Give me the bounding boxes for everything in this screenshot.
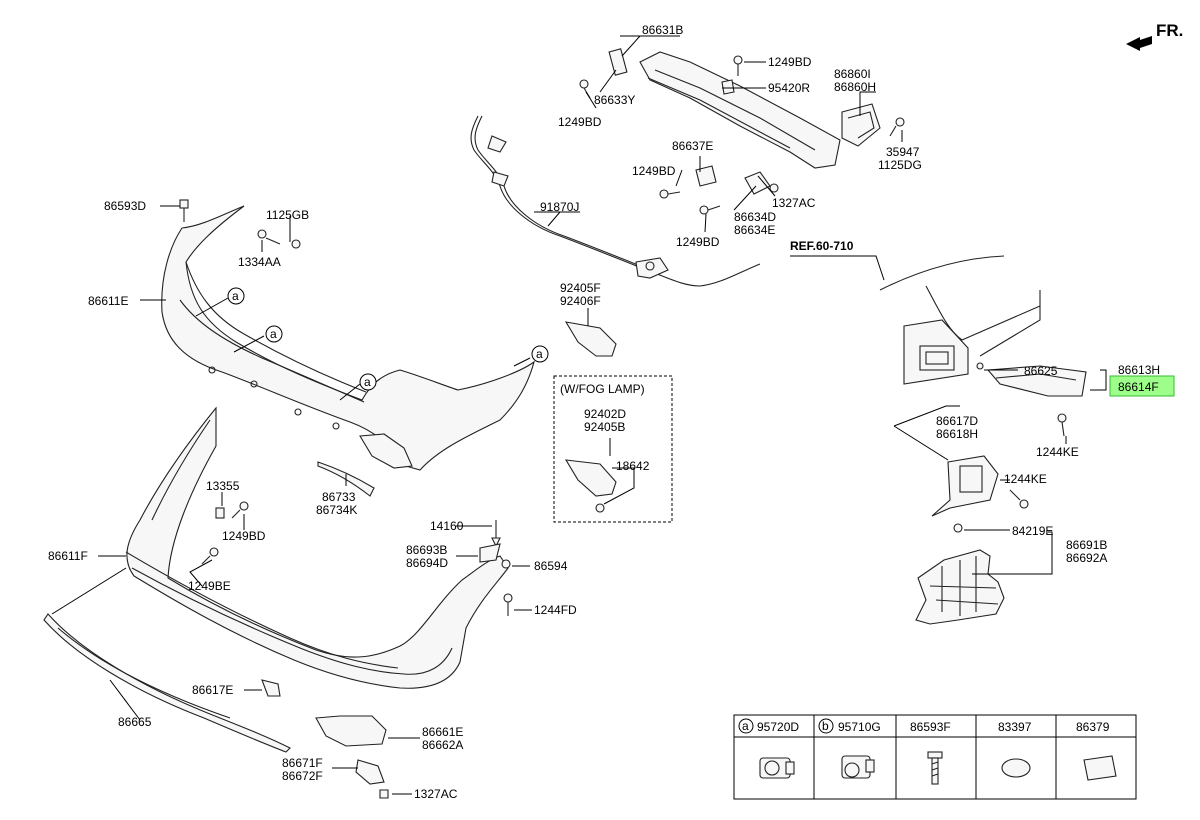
legend-marker: b — [822, 719, 829, 733]
small-bracket[interactable] — [261, 679, 389, 799]
bolt-icon — [201, 501, 513, 616]
clip-icon — [953, 523, 963, 533]
callout-1327AC[interactable]: 1327AC — [414, 787, 458, 801]
callout-14160[interactable]: 14160 — [430, 519, 464, 533]
callout-1249BD[interactable]: 1249BD — [558, 115, 602, 129]
marker-a — [227, 287, 549, 391]
callout-84219E[interactable]: 84219E — [1012, 524, 1053, 538]
reference-label: REF.60-710 — [790, 239, 854, 253]
callout-86613H[interactable]: 86613H — [1118, 363, 1160, 377]
callout-86614F[interactable]: 86614F — [1118, 380, 1159, 394]
callout-92405B[interactable]: 92405B — [584, 420, 625, 434]
callout-86631B[interactable]: 86631B — [642, 23, 683, 37]
fog-lamp-box-title: (W/FOG LAMP) — [560, 382, 645, 396]
callout-92406F[interactable]: 92406F — [560, 294, 601, 308]
callout-86634E[interactable]: 86634E — [734, 223, 775, 237]
bumper-beam[interactable] — [608, 48, 881, 195]
legend-part[interactable]: 83397 — [998, 720, 1032, 734]
callout-1327AC[interactable]: 1327AC — [772, 196, 816, 210]
callout-1244FD[interactable]: 1244FD — [534, 603, 577, 617]
callout-86594[interactable]: 86594 — [534, 559, 568, 573]
callout-92405F[interactable]: 92405F — [560, 281, 601, 295]
bumper-cover-lower[interactable] — [125, 406, 509, 689]
marker-label: a — [536, 347, 543, 361]
corner-bracket[interactable] — [931, 455, 999, 517]
callout-1125DG[interactable]: 1125DG — [878, 158, 922, 172]
legend-table: a 95720D b 95710G 86593F 83397 86379 — [733, 714, 1137, 800]
callout-92402D[interactable]: 92402D — [584, 407, 626, 421]
legend-marker: a — [742, 719, 749, 733]
callout-86672F[interactable]: 86672F — [282, 769, 323, 783]
fog-lamp-box — [553, 375, 673, 523]
callout-1244KE[interactable]: 1244KE — [1036, 445, 1079, 459]
callout-86637E[interactable]: 86637E — [672, 139, 713, 153]
callout-86692A[interactable]: 86692A — [1066, 551, 1107, 565]
callout-labels: 86631B 1249BD 95420R 86860I 86860H 86633… — [48, 23, 1175, 801]
callout-1249BD[interactable]: 1249BD — [632, 164, 676, 178]
bolt-icon — [976, 362, 1067, 509]
parking-sensor-b-icon — [841, 755, 875, 779]
legend-part[interactable]: 86593F — [910, 720, 951, 734]
callout-1249BD[interactable]: 1249BD — [768, 55, 812, 69]
callout-86693B[interactable]: 86693B — [406, 543, 447, 557]
callout-86733[interactable]: 86733 — [322, 490, 356, 504]
side-bracket[interactable] — [986, 365, 1087, 397]
callout-1125GB[interactable]: 1125GB — [266, 208, 309, 222]
callout-86860H[interactable]: 86860H — [834, 80, 876, 94]
callout-1244KE[interactable]: 1244KE — [1004, 472, 1047, 486]
callout-86665[interactable]: 86665 — [118, 715, 152, 729]
oval-plug-icon — [1001, 758, 1031, 778]
callout-13355[interactable]: 13355 — [206, 479, 240, 493]
wiring-harness[interactable] — [470, 115, 761, 287]
callout-95420R[interactable]: 95420R — [768, 81, 810, 95]
callout-86860I[interactable]: 86860I — [834, 67, 871, 81]
parking-sensor-a-icon — [759, 757, 795, 779]
callout-86611F[interactable]: 86611F — [48, 549, 88, 563]
body-panel-ref — [879, 255, 1041, 385]
callout-86617E[interactable]: 86617E — [192, 683, 233, 697]
under-cover[interactable] — [915, 549, 1005, 625]
callout-86625[interactable]: 86625 — [1024, 364, 1058, 378]
callout-86633Y[interactable]: 86633Y — [594, 93, 635, 107]
callout-18642[interactable]: 18642 — [616, 459, 650, 473]
marker-label: a — [232, 289, 239, 303]
front-arrow-icon — [1126, 36, 1152, 51]
legend-part[interactable]: 95710G — [838, 720, 881, 734]
callout-1334AA[interactable]: 1334AA — [238, 255, 281, 269]
legend-part[interactable]: 86379 — [1076, 720, 1110, 734]
callout-86593D[interactable]: 86593D — [104, 199, 146, 213]
callout-91870J[interactable]: 91870J — [540, 200, 579, 214]
callout-86661E[interactable]: 86661E — [422, 725, 463, 739]
legend-part[interactable]: 95720D — [757, 720, 799, 734]
bolt-icon — [179, 199, 301, 249]
callout-1249BD[interactable]: 1249BD — [676, 235, 720, 249]
reflector[interactable] — [564, 321, 617, 357]
bolt-icon — [927, 751, 943, 785]
callout-86671F[interactable]: 86671F — [282, 756, 323, 770]
marker-label: a — [364, 375, 371, 389]
orientation-label: FR. — [1156, 21, 1183, 40]
bolt-icon — [579, 55, 905, 215]
callout-86611E[interactable]: 86611E — [88, 294, 128, 308]
marker-label: a — [270, 327, 277, 341]
callout-35947[interactable]: 35947 — [886, 145, 920, 159]
callout-1249BD[interactable]: 1249BD — [222, 529, 266, 543]
callout-86618H[interactable]: 86618H — [936, 427, 978, 441]
highlighted-callout-box — [1109, 375, 1175, 397]
callout-86662A[interactable]: 86662A — [422, 738, 463, 752]
bumper-cover-upper[interactable] — [161, 205, 535, 497]
fog-lamp[interactable] — [564, 459, 617, 513]
callout-86617D[interactable]: 86617D — [936, 414, 978, 428]
callout-86694D[interactable]: 86694D — [406, 556, 448, 570]
skid-plate[interactable] — [43, 613, 291, 753]
callout-1249BE[interactable]: 1249BE — [188, 579, 231, 593]
callout-86634D[interactable]: 86634D — [734, 210, 776, 224]
callout-86691B[interactable]: 86691B — [1066, 538, 1107, 552]
callout-86734K[interactable]: 86734K — [316, 503, 357, 517]
square-cap-icon — [1083, 755, 1117, 781]
